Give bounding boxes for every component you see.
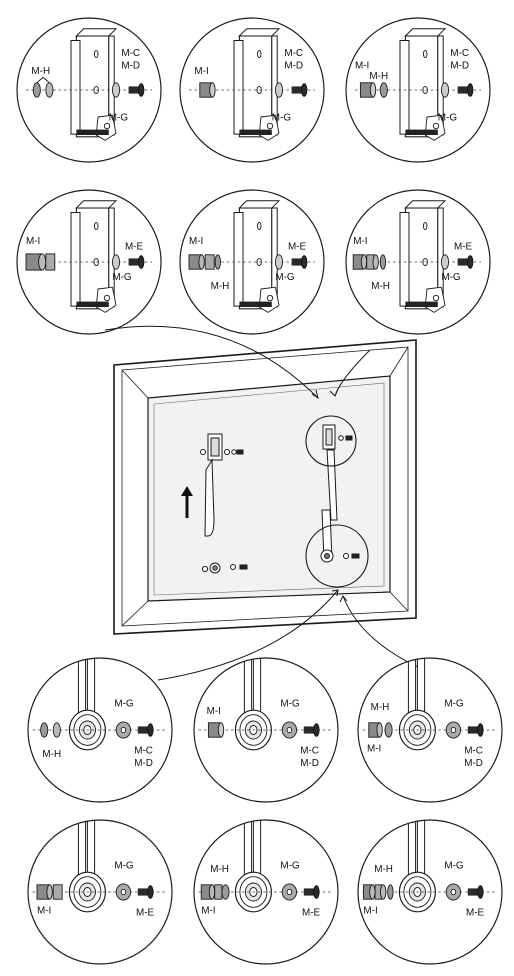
- magnifier-bottom: [305, 524, 369, 588]
- label-me: M-E: [125, 241, 144, 252]
- label-mh: M-H: [42, 749, 61, 760]
- tv-panel: [113, 339, 417, 635]
- label-mc: M-C: [121, 48, 140, 59]
- label-mg: M-G: [114, 861, 133, 872]
- upper-detail-4: M-I M-E M-G: [17, 190, 161, 334]
- lower-detail-2: M-I M-G M-C M-D: [194, 649, 338, 802]
- left-bracket: [200, 433, 244, 537]
- label-mh: M-H: [369, 71, 388, 82]
- label-mg: M-G: [441, 272, 460, 283]
- label-mi: M-I: [363, 906, 377, 917]
- label-mg: M-G: [444, 699, 463, 710]
- label-mg: M-G: [280, 861, 299, 872]
- label-mi: M-I: [207, 706, 221, 717]
- label-mh: M-H: [211, 281, 230, 292]
- label-mc: M-C: [300, 745, 319, 756]
- lower-detail-4: M-G M-I M-E: [28, 811, 172, 964]
- left-lower-hardware: [201, 562, 248, 574]
- label-mg: M-G: [109, 113, 128, 124]
- label-me: M-E: [288, 241, 307, 252]
- lower-detail-5: M-H M-G M-I M-E: [194, 811, 338, 964]
- label-md: M-D: [134, 758, 153, 769]
- lower-detail-6: M-H M-G M-I M-E: [358, 811, 502, 964]
- label-md: M-D: [300, 758, 319, 769]
- label-mi: M-I: [37, 906, 51, 917]
- upper-detail-3: M-I M-H M-C M-D M-G: [346, 18, 490, 162]
- magnifier-top: [305, 415, 357, 467]
- label-me: M-E: [466, 907, 485, 918]
- label-mh: M-H: [31, 66, 50, 77]
- label-mg: M-G: [444, 861, 463, 872]
- label-md: M-D: [121, 60, 140, 71]
- label-mg: M-G: [275, 272, 294, 283]
- label-me: M-E: [454, 241, 473, 252]
- label-mi: M-I: [355, 60, 369, 71]
- lower-detail-3: M-H M-G M-I M-C M-D: [358, 649, 502, 802]
- right-bracket: [320, 424, 360, 563]
- label-mc: M-C: [464, 745, 483, 756]
- lower-detail-1: M-G M-H M-C M-D: [28, 649, 172, 802]
- upper-detail-1: M-H M-C M-D M-G: [17, 18, 161, 162]
- upper-detail-2: M-I M-C M-D M-G: [180, 18, 324, 162]
- label-me: M-E: [302, 907, 321, 918]
- label-mi: M-I: [189, 236, 203, 247]
- label-md: M-D: [464, 758, 483, 769]
- label-me: M-E: [136, 907, 155, 918]
- label-mi: M-I: [201, 906, 215, 917]
- label-mi: M-I: [194, 66, 208, 77]
- label-mi: M-I: [26, 236, 40, 247]
- label-mc: M-C: [450, 48, 469, 59]
- label-mg: M-G: [280, 699, 299, 710]
- label-mh: M-H: [371, 702, 390, 713]
- label-mi: M-I: [367, 744, 381, 755]
- upper-detail-5: M-I M-E M-H M-G: [180, 190, 324, 334]
- up-arrow-icon: [181, 486, 193, 518]
- label-mh: M-H: [210, 864, 229, 875]
- leader-lines: [104, 325, 421, 681]
- label-mi: M-I: [353, 236, 367, 247]
- upper-detail-6: M-I M-E M-H M-G: [346, 190, 490, 334]
- label-mg: M-G: [112, 272, 131, 283]
- label-mc: M-C: [134, 745, 153, 756]
- label-md: M-D: [450, 60, 469, 71]
- label-mg: M-G: [272, 113, 291, 124]
- label-md: M-D: [284, 60, 303, 71]
- label-mc: M-C: [284, 48, 303, 59]
- label-mg: M-G: [438, 113, 457, 124]
- label-mh: M-H: [374, 864, 393, 875]
- label-mh: M-H: [371, 281, 390, 292]
- label-mg: M-G: [114, 699, 133, 710]
